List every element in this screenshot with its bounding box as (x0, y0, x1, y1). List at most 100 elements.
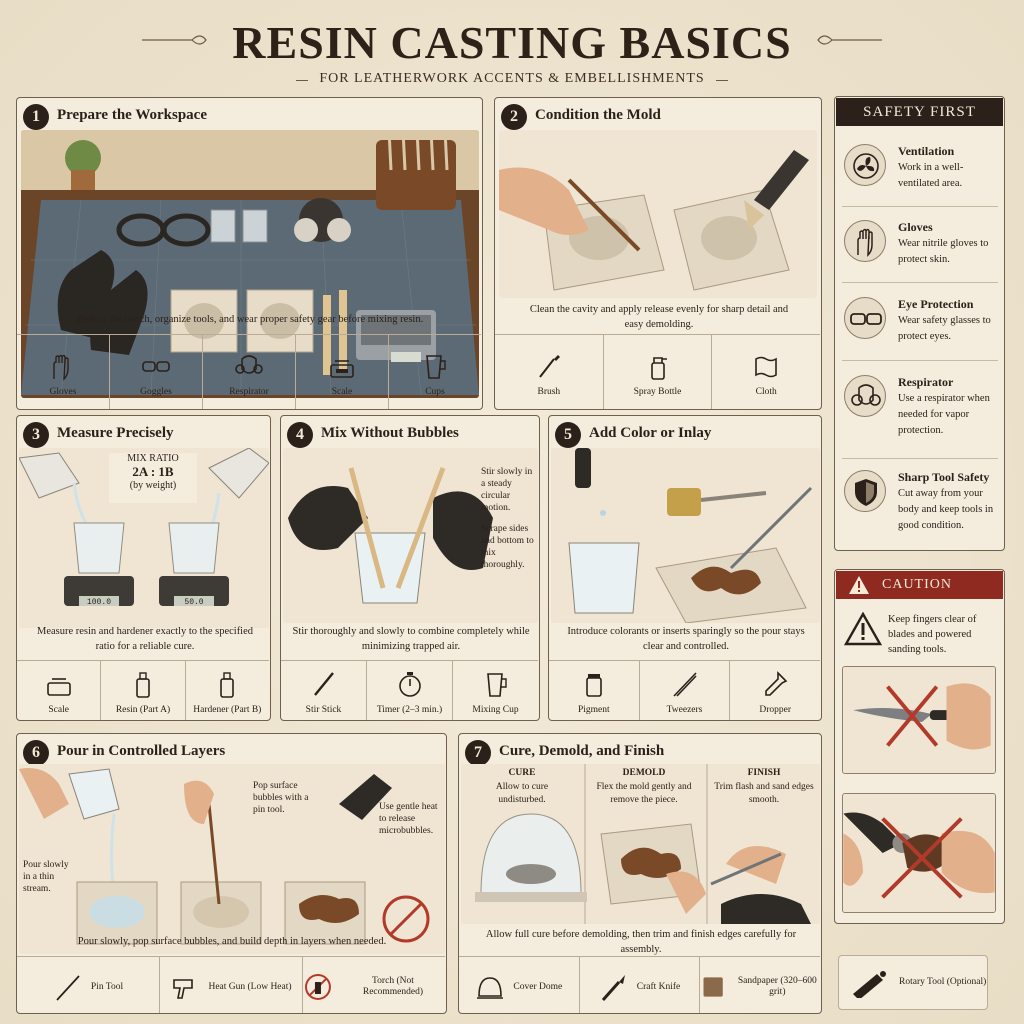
tool-stir-stick: Stir Stick (281, 661, 367, 720)
safety-text: Wear safety glasses to protect eyes. (898, 315, 991, 342)
step-7-panel: 7 Cure, Demold, and Finish CURE Allow to… (458, 733, 822, 1014)
tool-mixing-cup: Mixing Cup (453, 661, 538, 720)
spray-bottle-icon (650, 356, 667, 380)
color-inlay-illustration (551, 448, 820, 623)
gloves-icon (53, 354, 69, 381)
note-pop: Pop surface bubbles with a pin tool. (253, 781, 309, 815)
step-caption: Pour slowly, pop surface bubbles, and bu… (77, 936, 387, 947)
step-4-panel: 4 Mix Without Bubbles Stir slowly in a s… (280, 415, 540, 721)
sandpaper-icon (703, 977, 724, 997)
timer-icon (398, 672, 421, 697)
step-title: Measure Precisely (57, 425, 174, 441)
stir-stick-icon (313, 672, 334, 696)
tool-label: Heat Gun (Low Heat) (208, 981, 292, 992)
safety-heading: Sharp Tool Safety (898, 470, 990, 484)
tool-spray-bottle: Spray Bottle (604, 335, 713, 409)
resin-bottle-icon (136, 672, 150, 698)
mold-conditioning-illustration (499, 130, 817, 298)
divider (842, 282, 998, 283)
tool-heat-gun: Heat Gun (Low Heat) (160, 957, 303, 1013)
rotary-tool-icon (853, 970, 886, 998)
knife-warning-illustration (842, 666, 996, 774)
tool-label: Torch (Not Recommended) (362, 976, 424, 997)
tool-label: Cover Dome (513, 981, 563, 992)
step-title: Add Color or Inlay (589, 425, 712, 441)
step-5-panel: 5 Add Color or Inlay Introduce colorants… (548, 415, 822, 721)
note-heat: Use gentle heat to release microbubbles. (379, 802, 438, 836)
subtitle-rule-right (716, 80, 728, 81)
phase-finish-heading: FINISH (747, 768, 781, 778)
divider (842, 458, 998, 459)
note-scrape: Scrape sides and bottom to mix thoroughl… (481, 524, 534, 570)
scale-icon (46, 678, 71, 696)
tool-gloves: Gloves (17, 335, 110, 409)
tool-respirator: Respirator (203, 335, 296, 409)
tool-label: Timer (2–3 min.) (376, 705, 443, 715)
step-number: 4 (287, 422, 313, 448)
warning-triangle-icon (844, 612, 882, 646)
step-number: 5 (555, 422, 581, 448)
tool-label: Stir Stick (305, 705, 342, 715)
phase-cure-text: Allow to cure undisturbed. (495, 782, 549, 805)
tool-label: Mixing Cup (472, 705, 519, 715)
safety-heading: Ventilation (898, 144, 955, 158)
step-caption: Clean the cavity and apply release evenl… (529, 304, 789, 330)
note-pour: Pour slowly in a thin stream. (23, 860, 69, 894)
step-number: 3 (23, 422, 49, 448)
safety-text: Work in a well-ventilated area. (898, 162, 964, 189)
scale-icon (330, 359, 354, 378)
tool-label: Scale (48, 705, 69, 715)
safety-title: SAFETY FIRST (836, 98, 1003, 126)
step-title: Condition the Mold (535, 107, 661, 123)
ratio-title: MIX RATIO (127, 453, 179, 464)
shield-icon (844, 470, 886, 512)
tool-label: Brush (537, 386, 561, 397)
tool-label: Pigment (578, 705, 610, 715)
safety-heading: Gloves (898, 220, 933, 234)
tool-hardener-part-b: Hardener (Part B) (186, 661, 269, 720)
cover-dome-icon (477, 977, 504, 999)
step-3-tools: Scale Resin (Part A) Hardener (Part B) (17, 660, 269, 720)
cure-demold-finish-illustration (461, 764, 820, 924)
step-4-tools: Stir Stick Timer (2–3 min.) Mixing Cup (281, 660, 538, 720)
tool-goggles: Goggles (110, 335, 203, 409)
respirator-icon (235, 354, 263, 374)
heat-gun-icon (173, 979, 194, 999)
tool-label: Pin Tool (90, 981, 124, 992)
step-caption: Protect the bench, organize tools, and w… (76, 314, 424, 325)
step-caption: Stir thoroughly and slowly to combine co… (292, 626, 530, 652)
right-flourish-ornament (817, 35, 882, 45)
subtitle-rule-left (296, 80, 308, 81)
step-title: Cure, Demold, and Finish (499, 743, 665, 759)
tool-cover-dome: Cover Dome (459, 957, 580, 1013)
safety-text: Use a respirator when needed for vapor p… (898, 393, 990, 436)
fan-icon (844, 144, 886, 186)
note-stir: Stir slowly in a steady circular motion. (481, 467, 533, 513)
pigment-jar-icon (586, 674, 602, 697)
tool-label: Spray Bottle (633, 386, 682, 397)
ratio-box: MIX RATIO 2A : 1B (by weight) (109, 453, 197, 503)
phase-cure-heading: CURE (508, 768, 536, 778)
step-number: 2 (501, 104, 527, 130)
step-title: Mix Without Bubbles (321, 425, 459, 441)
tool-tweezers: Tweezers (640, 661, 731, 720)
tool-label: Cloth (755, 386, 777, 397)
tool-resin-part-a: Resin (Part A) (101, 661, 186, 720)
step-caption: Introduce colorants or inserts sparingly… (567, 626, 805, 652)
caution-title: CAUTION (836, 571, 1003, 599)
step-6-tools: Pin Tool Heat Gun (Low Heat) Torch (Not … (17, 956, 445, 1013)
goggles-icon (142, 360, 170, 372)
step-3-panel: 3 Measure Precisely 100.0 50.0 MIX RATIO… (16, 415, 271, 721)
safety-heading: Eye Protection (898, 297, 974, 311)
ratio-value: 2A : 1B (132, 464, 174, 479)
step-title: Prepare the Workspace (57, 107, 207, 123)
divider (842, 360, 998, 361)
left-flourish-ornament (142, 35, 207, 45)
tool-label: Resin (Part A) (115, 705, 171, 715)
tool-scale: Scale (17, 661, 102, 720)
page-title: RESIN CASTING BASICS (232, 17, 792, 68)
tool-label: Respirator (229, 386, 269, 397)
respirator-icon (844, 375, 886, 417)
tool-label: Craft Knife (636, 981, 681, 992)
